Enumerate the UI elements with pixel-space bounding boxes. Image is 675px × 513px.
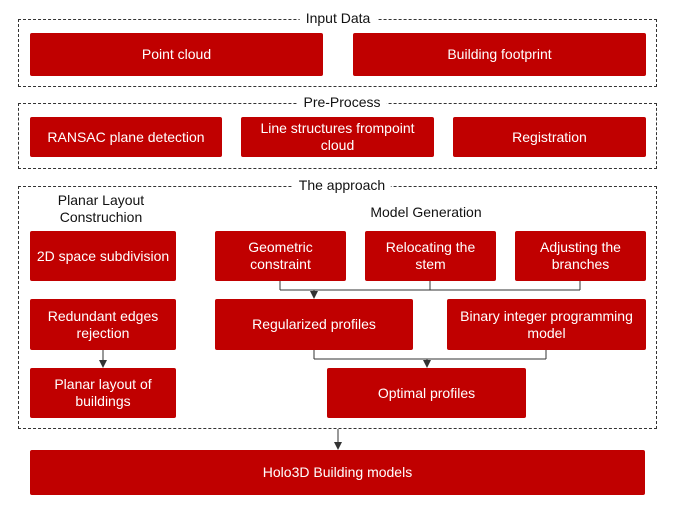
geometric-constraint-box: Geometric constraint: [215, 231, 346, 281]
model-generation-title: Model Generation: [370, 204, 482, 220]
ransac-box: RANSAC plane detection: [30, 117, 222, 157]
binary-integer-box: Binary integer programming model: [447, 299, 646, 350]
regularized-profiles-box: Regularized profiles: [215, 299, 413, 350]
space-subdivision-box: 2D space subdivision: [30, 231, 176, 281]
approach-title: The approach: [292, 177, 392, 193]
point-cloud-box: Point cloud: [30, 33, 323, 76]
building-footprint-box: Building footprint: [353, 33, 646, 76]
optimal-profiles-box: Optimal profiles: [327, 368, 526, 418]
relocating-stem-box: Relocating the stem: [365, 231, 496, 281]
planar-layout-title: Planar Layout Construchion: [57, 192, 145, 225]
input-data-title: Input Data: [299, 10, 377, 26]
pre-process-title: Pre-Process: [297, 94, 387, 110]
redundant-edges-box: Redundant edges rejection: [30, 299, 176, 350]
holo3d-box: Holo3D Building models: [30, 450, 645, 495]
registration-box: Registration: [453, 117, 646, 157]
line-structures-box: Line structures frompoint cloud: [241, 117, 434, 157]
planar-layout-buildings-box: Planar layout of buildings: [30, 368, 176, 418]
adjusting-branches-box: Adjusting the branches: [515, 231, 646, 281]
